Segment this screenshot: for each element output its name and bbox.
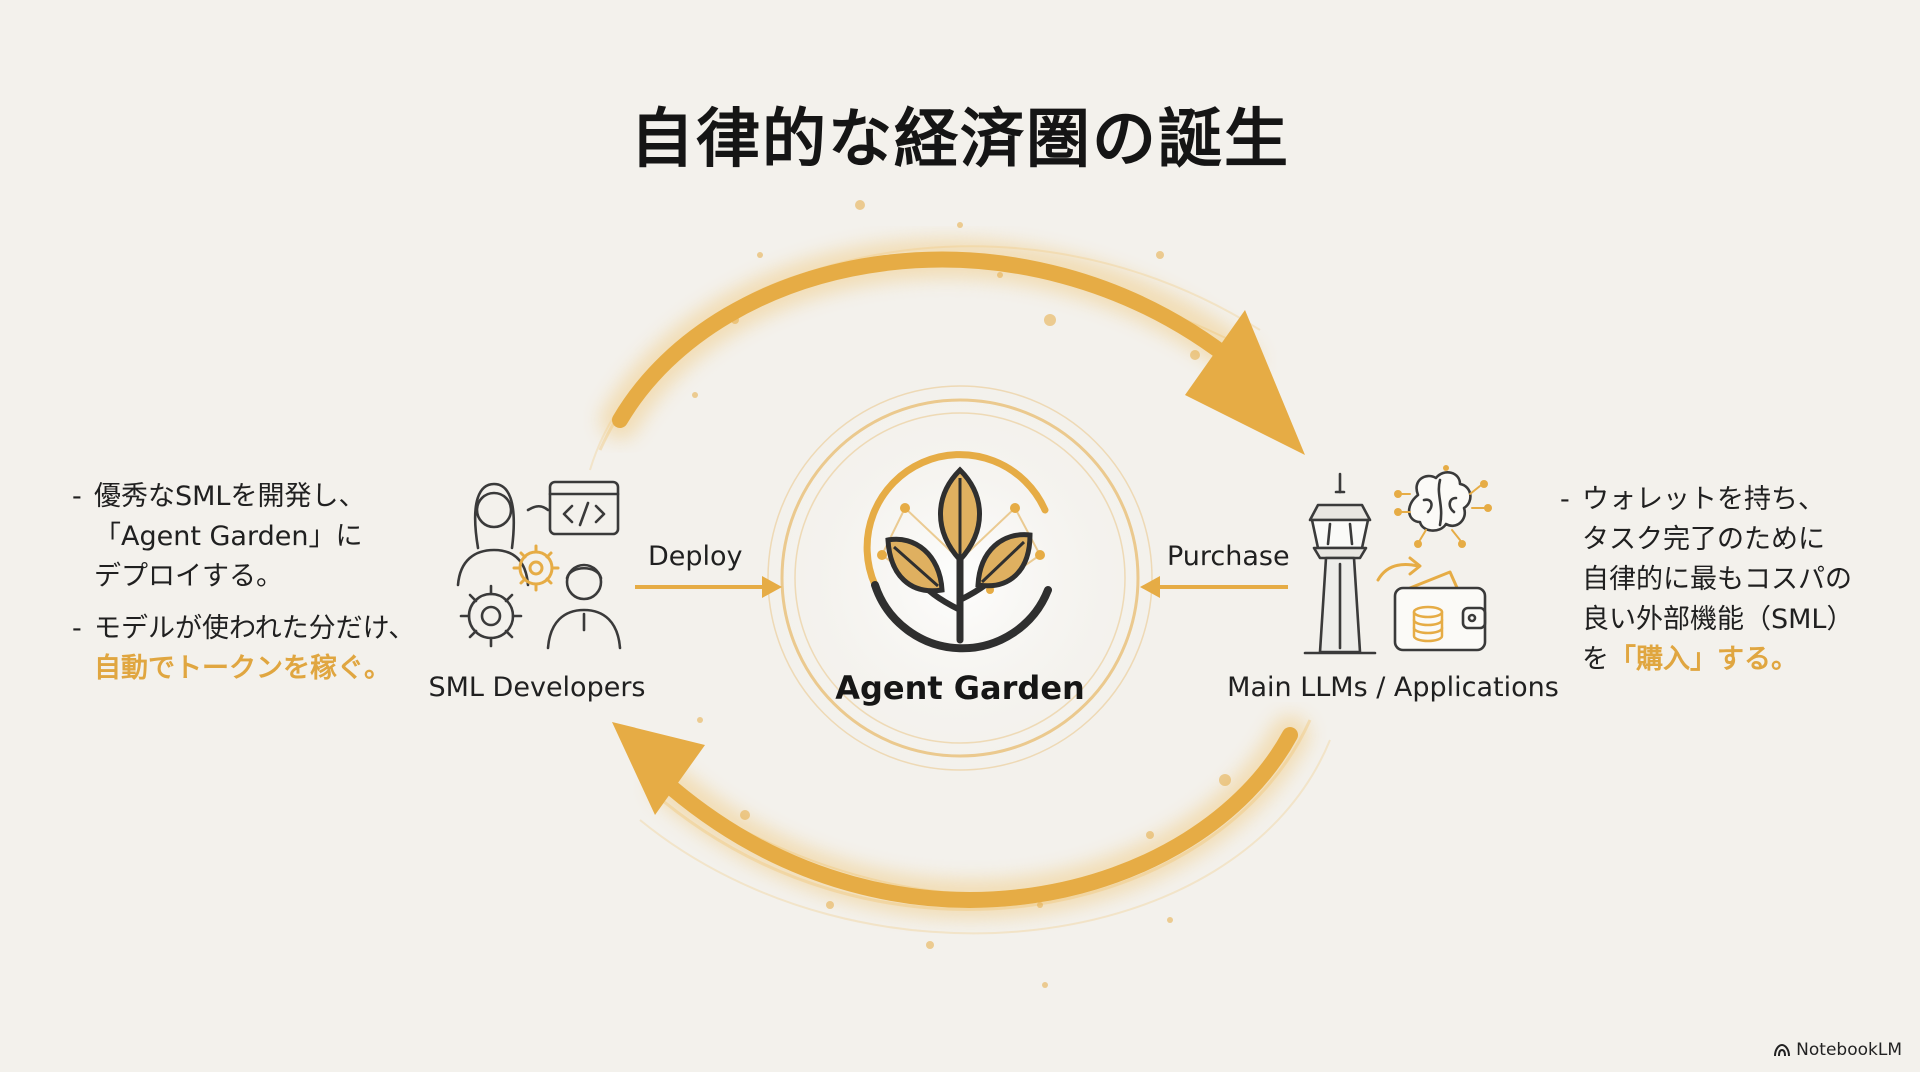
bullet-line: デプロイする。 bbox=[94, 561, 283, 592]
bullet-line: 自律的に最もコスパの bbox=[1582, 564, 1852, 595]
deploy-arrow bbox=[635, 576, 782, 598]
bullet-line-last: を「購入」する。 bbox=[1582, 640, 1900, 680]
bullet-line: 「Agent Garden」に bbox=[94, 521, 363, 552]
bullet-line: 優秀なSMLを開発し、 bbox=[94, 481, 366, 512]
application-behavior-item: ウォレットを持ち、 タスク完了のために 自律的に最もコスパの 良い外部機能（SM… bbox=[1560, 480, 1900, 680]
developer-benefits-list: 優秀なSMLを開発し、 「Agent Garden」に デプロイする。 モデルが… bbox=[72, 477, 432, 701]
bullet-accent-text: 自動でトークンを稼ぐ。 bbox=[94, 653, 391, 684]
developer-benefit-item: モデルが使われた分だけ、 自動でトークンを稼ぐ。 bbox=[72, 609, 432, 689]
control-tower-brain-wallet-icon bbox=[1303, 465, 1492, 655]
edge-label-purchase: Purchase bbox=[1167, 541, 1290, 572]
leaf-sprout-icon bbox=[863, 451, 1052, 653]
cycle-arrow-top bbox=[589, 238, 1305, 471]
bullet-line: タスク完了のために bbox=[1582, 524, 1825, 555]
node-label-sml-developers: SML Developers bbox=[428, 672, 646, 703]
notebooklm-icon bbox=[1774, 1043, 1791, 1057]
brand-name: NotebookLM bbox=[1796, 1040, 1902, 1060]
node-label-agent-garden: Agent Garden bbox=[835, 669, 1085, 707]
bullet-line: モデルが使われた分だけ、 bbox=[94, 613, 416, 644]
bullet-line: ウォレットを持ち、 bbox=[1582, 484, 1825, 515]
bullet-pre-text: を bbox=[1582, 644, 1609, 675]
cycle-arrow-bottom-head bbox=[612, 722, 705, 815]
sparkle-dots bbox=[692, 200, 1231, 988]
center-ring-outer bbox=[780, 398, 1140, 758]
purchase-arrow bbox=[1140, 576, 1288, 598]
node-label-main-llms-applications: Main LLMs / Applications bbox=[1227, 672, 1559, 703]
developer-benefit-item: 優秀なSMLを開発し、 「Agent Garden」に デプロイする。 bbox=[72, 477, 432, 597]
cycle-arrow-bottom bbox=[612, 715, 1331, 935]
brand-watermark: NotebookLM bbox=[1773, 1040, 1902, 1060]
bullet-accent-text: 「購入」する。 bbox=[1609, 644, 1798, 675]
application-behavior-list: ウォレットを持ち、 タスク完了のために 自律的に最もコスパの 良い外部機能（SM… bbox=[1560, 480, 1900, 692]
cycle-arrow-top-head bbox=[1185, 310, 1305, 455]
slide-title: 自律的な経済圏の誕生 bbox=[630, 103, 1290, 177]
developers-people-gear-code-icon bbox=[456, 480, 622, 650]
edge-label-deploy: Deploy bbox=[648, 541, 743, 572]
bullet-line: 良い外部機能（SML） bbox=[1582, 604, 1854, 635]
